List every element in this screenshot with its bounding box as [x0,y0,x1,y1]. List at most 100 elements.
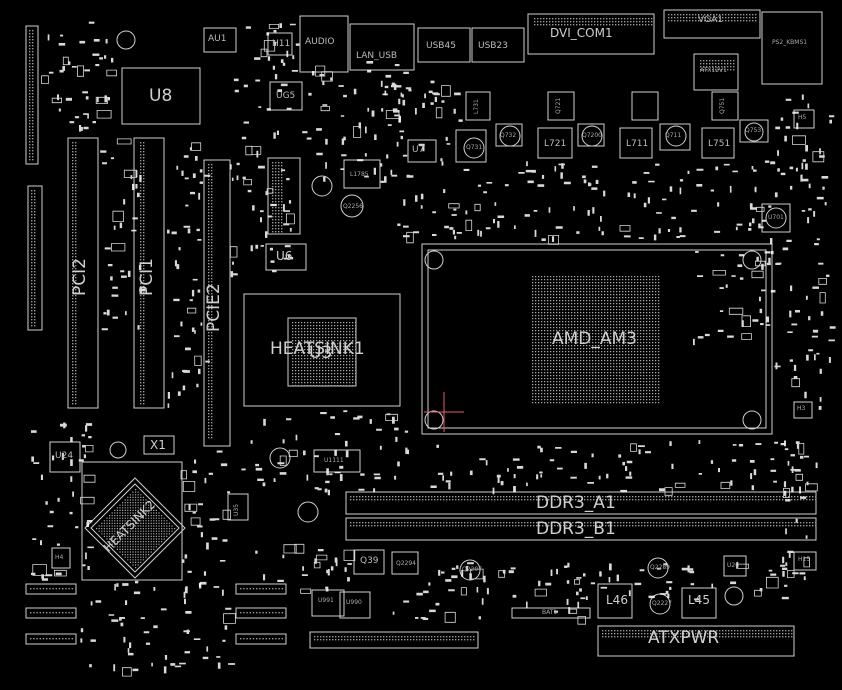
label-northbridge: U3 [309,343,333,363]
smd-zone-10 [30,422,94,581]
label-q39: Q39 [360,556,379,566]
front-panel-header-2 [25,607,77,619]
label-u1111: U1111 [324,457,344,464]
cap-q732 [499,125,521,147]
h4-outline [51,547,71,569]
l751-box-outline [701,127,735,159]
ug5-chip-outline [269,81,303,111]
smd-zone-18 [245,23,300,72]
smd-zone-13 [392,562,602,620]
label-bat1: BAT1 [542,609,558,616]
dvi-com1-outline [527,13,655,55]
pin-row-13 [240,588,283,590]
label-usb45: USB45 [426,41,456,51]
smd-zone-12 [255,549,352,592]
q711-outline [659,123,691,151]
ddr3-a1-slot-outline [345,491,817,515]
label-u7: U7 [412,145,425,155]
left-edge-header-1 [25,25,39,165]
label-q7200: Q7200 [582,132,602,139]
label-l1785: L1785 [350,171,369,178]
southbridge-frame-outline [81,461,183,581]
label-ddr3-b1: DDR3_B1 [536,519,616,539]
pin-row-8 [602,630,793,638]
smd-zone-1 [100,150,146,331]
label-usb23: USB23 [478,41,508,51]
label-vga1: VGA1 [698,15,724,25]
cap-u24 [109,441,127,459]
label-q2256: Q2256 [343,203,363,210]
socket-hole-br [742,410,762,430]
u35-outline [227,493,249,521]
label-ddr3-a1: DDR3_A1 [536,493,616,513]
label-u8: U8 [149,86,173,106]
u24-outline [49,441,81,473]
pin-row-16 [700,60,735,71]
pin-row-15 [240,638,283,640]
smd-zone-4 [302,61,414,182]
label-pcie2: PCIE2 [204,283,224,332]
heatsink2-diamond [84,477,186,579]
cap-q711 [665,125,687,147]
atxpwr-connector-outline [597,625,795,657]
label-q2289: Q2289 [650,564,670,571]
pin-row-5 [272,162,283,233]
l711-box-outline [619,127,653,159]
label-q731: Q731 [466,144,483,151]
label-au1: AU1 [208,34,227,44]
label-q2207: Q2207 [462,566,482,573]
label-h5: H5 [798,114,807,121]
label-u991: U991 [318,597,334,604]
socket-hole-tr [742,250,762,270]
smd-zone-5 [380,80,463,238]
smd-zone-6 [441,160,772,242]
label-q711: Q711 [665,132,682,139]
am3-socket-outline [421,243,773,435]
pin-row-2 [208,164,213,439]
pin-row-10 [30,588,73,590]
label-amd-am3: AMD_AM3 [552,329,637,349]
u7-chip-outline [407,139,437,163]
label-u24: U24 [55,451,74,461]
label-u35: U35 [233,503,240,516]
smd-outlines [32,24,827,677]
l751-outline [711,91,739,121]
smd-zone-7 [770,94,836,410]
usb45-outline [417,27,471,63]
front-panel-header-3 [25,633,77,645]
usb23-outline [471,27,525,63]
northbridge-pads [292,322,357,387]
origin-crosshair [424,392,464,432]
label-l45: L45 [688,593,710,607]
x1-crystal-outline [143,435,175,455]
label-l751: L751 [708,139,731,149]
atx12v1-outline [693,53,739,91]
pin-row-9 [314,636,475,641]
cap-q753 [744,122,764,142]
heatsink1-outline [243,293,401,407]
label-ps2-kbms1: PS2_KBMS1 [772,39,808,46]
cap-ug5 [269,447,291,469]
pci2-slot-outline [67,137,99,409]
q731-outline [455,129,487,163]
front-panel-header-1 [25,583,77,595]
label-l721: L721 [544,139,567,149]
label-lan-usb: LAN_USB [356,51,398,61]
label-u20: U20 [727,562,740,569]
label-l731: L731 [473,99,480,114]
label-audio: AUDIO [305,37,335,47]
front-panel-header-6 [235,633,287,645]
label-h3: H3 [797,405,806,412]
q39-outline [353,549,385,575]
label-u990: U990 [346,599,362,606]
label-pci2: PCI2 [70,258,90,296]
label-atx-pwr: ATXPWR [648,628,720,648]
label-pci1: PCI1 [137,258,157,296]
cap-q39 [297,501,319,523]
cap-q731 [463,137,485,159]
u20-outline [723,555,747,577]
left-edge-header-2 [27,185,43,331]
l711-outline [631,91,659,121]
q753-outline [739,119,769,143]
